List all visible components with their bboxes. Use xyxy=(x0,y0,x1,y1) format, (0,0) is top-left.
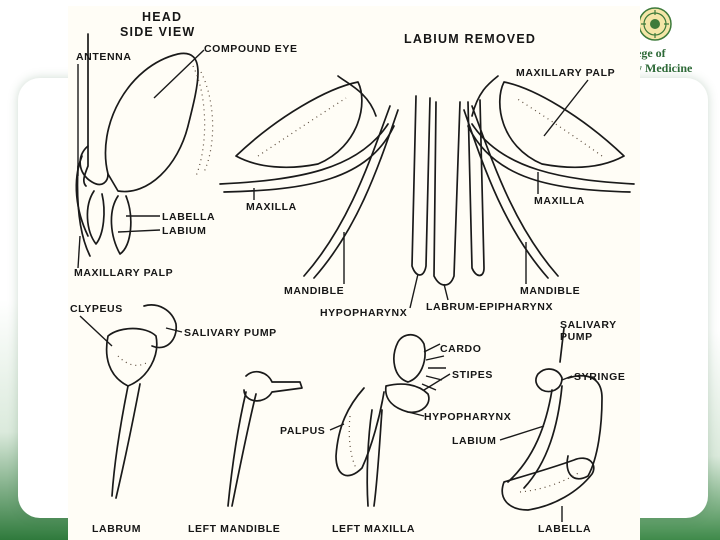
label-maxilla-right: MAXILLA xyxy=(534,195,585,207)
label-labium-top: LABIUM xyxy=(162,225,206,237)
label-maxilla-left: MAXILLA xyxy=(246,201,297,213)
caption-labella: LABELLA xyxy=(538,523,591,535)
head-side-view xyxy=(75,33,214,257)
leader-maxillary-palp-right xyxy=(543,79,589,137)
labium-removed-title: LABIUM REMOVED xyxy=(404,32,536,46)
label-antenna: ANTENNA xyxy=(76,51,132,63)
label-clypeus: CLYPEUS xyxy=(70,303,123,315)
head-side-view-title-1: HEAD xyxy=(142,10,182,24)
label-mandible-left: MANDIBLE xyxy=(284,285,344,297)
caption-left-maxilla: LEFT MAXILLA xyxy=(332,523,415,535)
left-mandible-drawing xyxy=(227,370,303,507)
leader-palpus xyxy=(329,423,345,431)
left-maxilla-drawing xyxy=(335,333,446,507)
leader-labium-bottom xyxy=(499,425,545,441)
caption-labrum: LABRUM xyxy=(92,523,141,535)
label-maxillary-palp-left: MAXILLARY PALP xyxy=(74,267,173,279)
leader-labrum-epipharynx xyxy=(443,283,449,301)
college-name: ege of y Medicine xyxy=(636,46,692,76)
label-labella-top: LABELLA xyxy=(162,211,215,223)
leader-hypopharynx-bottom xyxy=(407,411,425,417)
mosquito-mouthparts-figure: HEAD SIDE VIEW ANTENNA COMPOUND EYE LABE… xyxy=(68,6,640,540)
label-hypopharynx-top: HYPOPHARYNX xyxy=(320,307,407,319)
leader-clypeus xyxy=(79,315,113,347)
label-hypopharynx-bottom: HYPOPHARYNX xyxy=(424,411,511,423)
label-salivary-pump-right-2: PUMP xyxy=(560,331,593,343)
labrum-drawing xyxy=(105,304,177,499)
label-mandible-right: MANDIBLE xyxy=(520,285,580,297)
label-syringe: SYRINGE xyxy=(574,371,625,383)
caption-left-mandible: LEFT MANDIBLE xyxy=(188,523,280,535)
labium-removed-drawing xyxy=(219,75,635,286)
label-salivary-pump-left: SALIVARY PUMP xyxy=(184,327,277,339)
leader-labium-top xyxy=(117,229,161,233)
label-labrum-epipharynx: LABRUM-EPIPHARYNX xyxy=(426,301,553,313)
label-palpus: PALPUS xyxy=(280,425,325,437)
leader-syringe xyxy=(561,375,573,381)
label-salivary-pump-right-1: SALIVARY xyxy=(560,319,617,331)
mouthparts-drawing: HEAD SIDE VIEW ANTENNA COMPOUND EYE LABE… xyxy=(70,10,635,535)
college-name-line1: ege of xyxy=(636,46,666,60)
labium-syringe-drawing xyxy=(501,327,603,511)
label-maxillary-palp-right: MAXILLARY PALP xyxy=(516,67,615,79)
leader-maxillary-palp-left xyxy=(77,235,81,269)
college-name-line2: y Medicine xyxy=(636,61,693,75)
head-side-view-title-2: SIDE VIEW xyxy=(120,25,195,39)
leader-hypopharynx-top xyxy=(409,273,419,309)
label-compound-eye: COMPOUND EYE xyxy=(204,43,298,55)
leader-stipes xyxy=(423,373,451,391)
label-cardo: CARDO xyxy=(440,343,482,355)
label-stipes: STIPES xyxy=(452,369,493,381)
leader-salivary-pump-left xyxy=(165,327,183,333)
college-seal-icon xyxy=(638,7,672,41)
leader-compound-eye xyxy=(153,49,205,99)
label-labium-bottom: LABIUM xyxy=(452,435,496,447)
